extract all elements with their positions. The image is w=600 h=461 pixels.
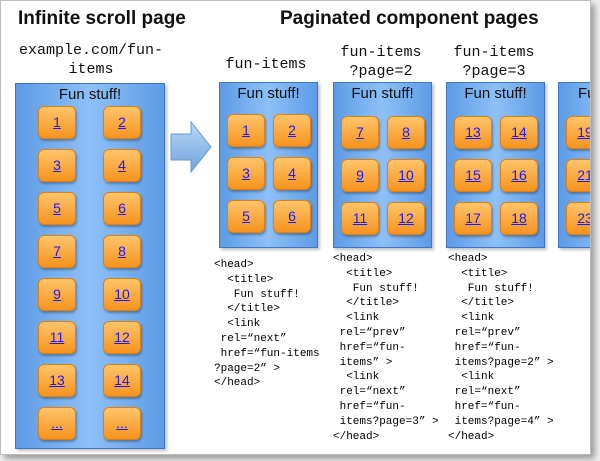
- page-item-link[interactable]: 8: [402, 124, 410, 140]
- page-item-link[interactable]: 3: [242, 165, 250, 181]
- page-item-link[interactable]: 4: [118, 157, 126, 173]
- page4-panel-partial: Fu 19 21 23: [558, 82, 590, 248]
- page-tile: 12: [387, 202, 425, 235]
- infinite-page-url: example.com/fun- items: [18, 42, 164, 78]
- page-tile: 7: [341, 116, 379, 149]
- page-item-link[interactable]: 12: [114, 329, 130, 345]
- page-tile: 2: [273, 114, 311, 147]
- page-item-link[interactable]: 16: [511, 167, 527, 183]
- page-tile: 4: [273, 157, 311, 190]
- page-item-link[interactable]: 9: [356, 167, 364, 183]
- page-tile: 16: [500, 159, 538, 192]
- page-tile: 10: [103, 278, 141, 311]
- page-item-link[interactable]: 4: [288, 165, 296, 181]
- page-tile: 8: [103, 235, 141, 268]
- page-item-link[interactable]: 23: [577, 210, 590, 226]
- page1-head-code: <head> <title> Fun stuff! </title> <link…: [214, 259, 320, 390]
- page-tile: 3: [38, 149, 76, 182]
- page-item-link[interactable]: 7: [53, 243, 61, 259]
- page-item-link[interactable]: 10: [398, 167, 414, 183]
- page-item-link[interactable]: 3: [53, 157, 61, 173]
- page-tile: 6: [103, 192, 141, 225]
- page-item-link[interactable]: 12: [398, 210, 414, 226]
- right-arrow-icon: [170, 120, 212, 174]
- page-item-link[interactable]: 8: [118, 243, 126, 259]
- page-item-link[interactable]: 10: [114, 286, 130, 302]
- page-tile: 21: [566, 159, 590, 192]
- page-tile: 1: [227, 114, 265, 147]
- page-tile: 2: [103, 106, 141, 139]
- page-item-link[interactable]: 2: [118, 114, 126, 130]
- page-tile: 5: [227, 200, 265, 233]
- page-item-link[interactable]: 9: [53, 286, 61, 302]
- page-item-link[interactable]: ...: [51, 415, 63, 431]
- panel-title-partial: Fu: [578, 85, 590, 102]
- panel-title: Fun stuff!: [237, 85, 300, 102]
- panel-title: Fun stuff!: [58, 86, 122, 103]
- page-tile: 13: [454, 116, 492, 149]
- page-item-link[interactable]: ...: [116, 415, 128, 431]
- page-tile: 14: [500, 116, 538, 149]
- page-tile: 6: [273, 200, 311, 233]
- page-tile: 13: [38, 364, 76, 397]
- page-tile: 5: [38, 192, 76, 225]
- page-tile: 15: [454, 159, 492, 192]
- panel-title: Fun stuff!: [464, 85, 527, 102]
- page-item-link[interactable]: 13: [465, 124, 481, 140]
- page-tile: 9: [341, 159, 379, 192]
- page-tile: ...: [103, 407, 141, 440]
- page-tile: 1: [38, 106, 76, 139]
- page-item-link[interactable]: 21: [577, 167, 590, 183]
- page-item-link[interactable]: 14: [114, 372, 130, 388]
- page-item-link[interactable]: 19: [577, 124, 590, 140]
- page-tile: 10: [387, 159, 425, 192]
- page-tile: 19: [566, 116, 590, 149]
- page-item-link[interactable]: 13: [49, 372, 65, 388]
- page3-head-code: <head> <title> Fun stuff! </title> <link…: [448, 253, 554, 443]
- page1-panel: Fun stuff! 1 2 3 4 5 6: [219, 82, 318, 248]
- page-tile: 3: [227, 157, 265, 190]
- page-item-link[interactable]: 2: [288, 122, 296, 138]
- page-tile: 11: [341, 202, 379, 235]
- page-tile: 23: [566, 202, 590, 235]
- page2-panel: Fun stuff! 7 8 9 10 11 12: [333, 82, 432, 248]
- page-item-link[interactable]: 18: [511, 210, 527, 226]
- page-item-link[interactable]: 11: [352, 210, 368, 226]
- page3-url: fun-items ?page=3: [453, 44, 535, 80]
- diagram-frame: Infinite scroll page Paginated component…: [0, 0, 591, 455]
- page-tile: 12: [103, 321, 141, 354]
- page3-panel: Fun stuff! 13 14 15 16 17 18: [446, 82, 545, 248]
- page-item-link[interactable]: 5: [242, 208, 250, 224]
- page2-head-code: <head> <title> Fun stuff! </title> <link…: [333, 253, 439, 443]
- page-tile: 14: [103, 364, 141, 397]
- page2-url: fun-items ?page=2: [340, 44, 422, 80]
- page-tile: 4: [103, 149, 141, 182]
- page-item-link[interactable]: 1: [242, 122, 250, 138]
- infinite-scroll-heading: Infinite scroll page: [18, 8, 186, 29]
- page-tile: 9: [38, 278, 76, 311]
- page-item-link[interactable]: 6: [288, 208, 296, 224]
- page-tile: 8: [387, 116, 425, 149]
- page-tile: 17: [454, 202, 492, 235]
- page-item-link[interactable]: 7: [356, 124, 364, 140]
- page-tile: 7: [38, 235, 76, 268]
- page-item-link[interactable]: 11: [49, 329, 65, 345]
- page-item-link[interactable]: 1: [53, 114, 61, 130]
- panel-title: Fun stuff!: [351, 85, 414, 102]
- page-item-link[interactable]: 5: [53, 200, 61, 216]
- page-tile: 11: [38, 321, 76, 354]
- page-item-link[interactable]: 17: [465, 210, 481, 226]
- page-item-link[interactable]: 6: [118, 200, 126, 216]
- page-item-link[interactable]: 15: [465, 167, 481, 183]
- page1-url: fun-items: [225, 56, 307, 73]
- page-item-link[interactable]: 14: [511, 124, 527, 140]
- paginated-pages-heading: Paginated component pages: [280, 8, 539, 29]
- page-tile: 18: [500, 202, 538, 235]
- page-tile: ...: [38, 407, 76, 440]
